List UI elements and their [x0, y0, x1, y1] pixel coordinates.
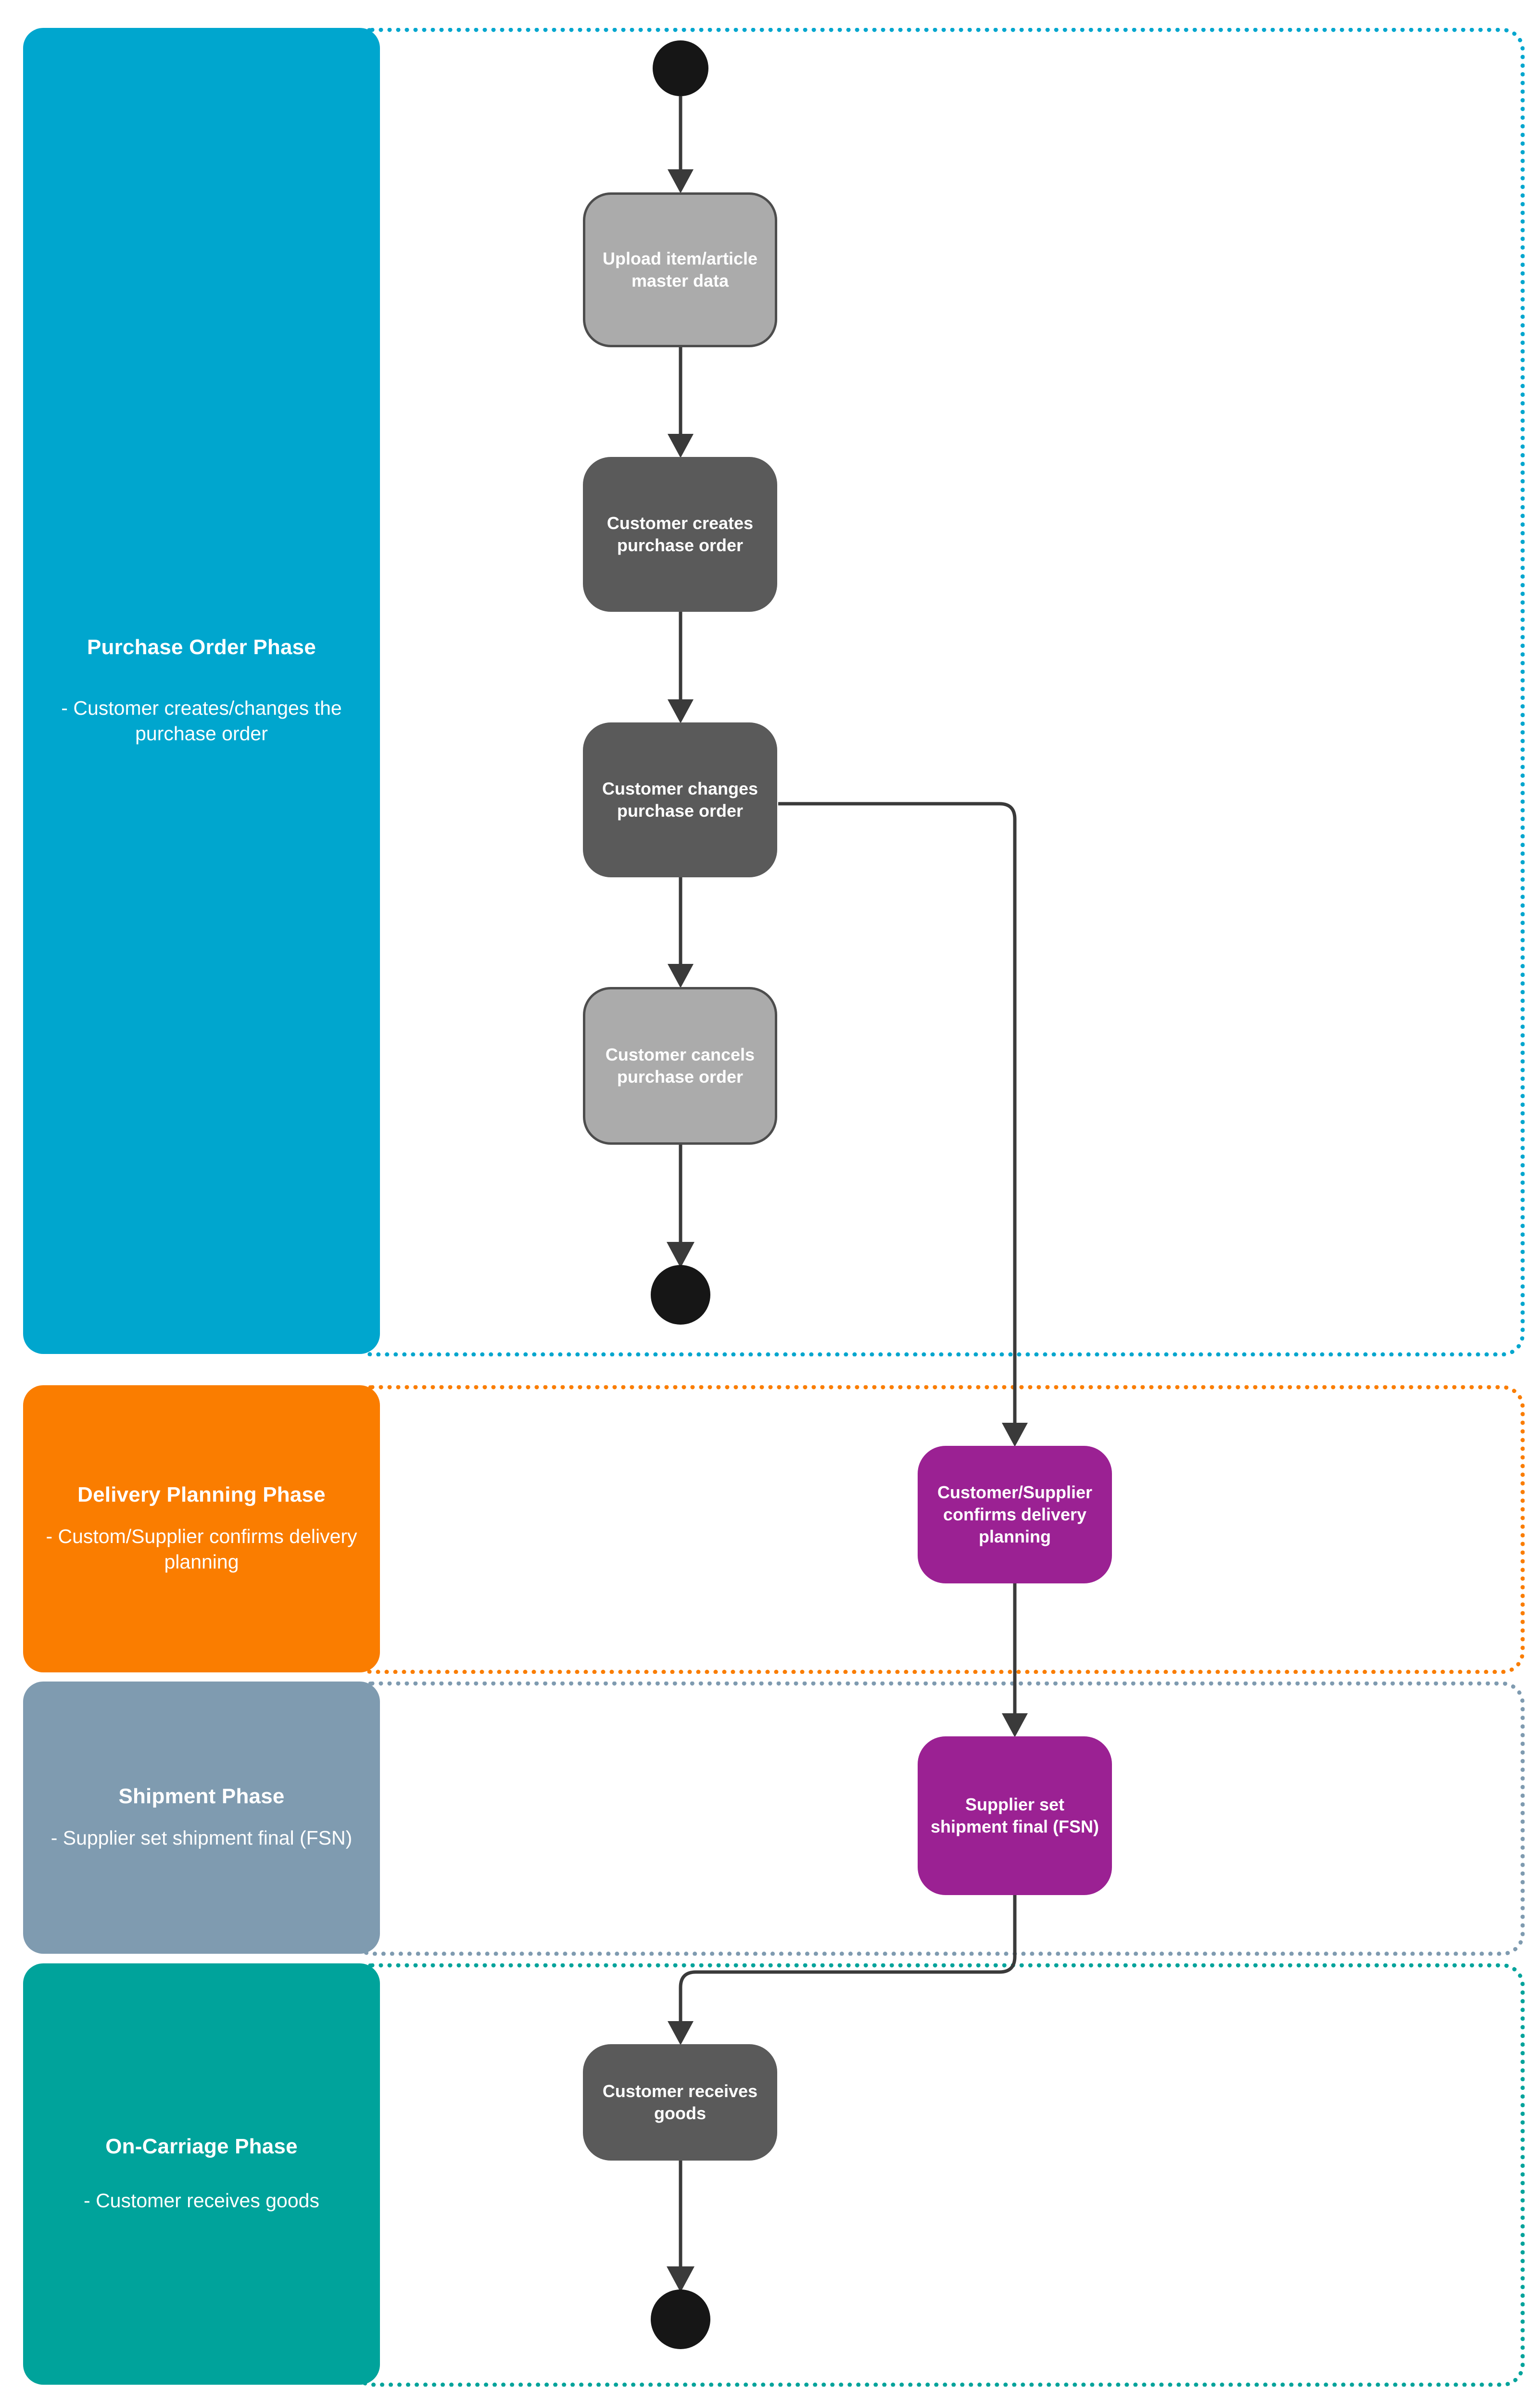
- phase-box-shipment[interactable]: Shipment Phase - Supplier set shipment f…: [23, 1682, 380, 1954]
- end-terminator-on-carriage[interactable]: [651, 2289, 710, 2349]
- node-label-customer-creates-po: Customer creates purchase order: [606, 513, 754, 555]
- phase-desc-on-carriage: - Customer receives goods: [84, 2189, 319, 2212]
- phase-desc-delivery-planning: - Custom/Supplier confirms delivery plan…: [46, 1525, 357, 1573]
- node-shipment-final-fsn[interactable]: Supplier set shipment final (FSN): [918, 1736, 1112, 1895]
- phase-box-on-carriage[interactable]: On-Carriage Phase - Customer receives go…: [23, 1963, 380, 2385]
- node-customer-receives-goods[interactable]: Customer receives goods: [583, 2044, 777, 2161]
- node-customer-cancels-po[interactable]: Customer cancels purchase order: [583, 987, 777, 1145]
- lane-purchase-order: [350, 28, 1525, 1356]
- node-label-customer-cancels-po: Customer cancels purchase order: [605, 1044, 755, 1087]
- node-customer-creates-po[interactable]: Customer creates purchase order: [583, 457, 777, 612]
- phase-desc-purchase-order: - Customer creates/changes the purchase …: [61, 697, 342, 745]
- phase-box-delivery-planning[interactable]: Delivery Planning Phase - Custom/Supplie…: [23, 1385, 380, 1672]
- phase-box-purchase-order[interactable]: Purchase Order Phase - Customer creates/…: [23, 28, 380, 1354]
- node-label-upload-master-data: Upload item/article master data: [602, 248, 758, 291]
- node-customer-changes-po[interactable]: Customer changes purchase order: [583, 722, 777, 877]
- node-label-customer-receives-goods: Customer receives goods: [602, 2081, 758, 2123]
- end-terminator-purchase-order[interactable]: [651, 1265, 710, 1325]
- node-label-customer-changes-po: Customer changes purchase order: [602, 778, 758, 821]
- phase-title-shipment: Shipment Phase: [118, 1784, 285, 1809]
- node-label-shipment-final-fsn: Supplier set shipment final (FSN): [931, 1794, 1099, 1836]
- start-terminator[interactable]: [653, 40, 708, 96]
- node-confirms-delivery-planning[interactable]: Customer/Supplier confirms delivery plan…: [918, 1446, 1112, 1583]
- node-label-confirms-delivery-planning: Customer/Supplier confirms delivery plan…: [937, 1482, 1093, 1547]
- phase-desc-shipment: - Supplier set shipment final (FSN): [50, 1827, 353, 1849]
- phase-title-purchase-order: Purchase Order Phase: [87, 635, 316, 659]
- lane-on-carriage: [350, 1963, 1525, 2387]
- phase-title-on-carriage: On-Carriage Phase: [105, 2135, 298, 2159]
- node-upload-master-data[interactable]: Upload item/article master data: [583, 192, 777, 347]
- phase-title-delivery-planning: Delivery Planning Phase: [77, 1483, 326, 1507]
